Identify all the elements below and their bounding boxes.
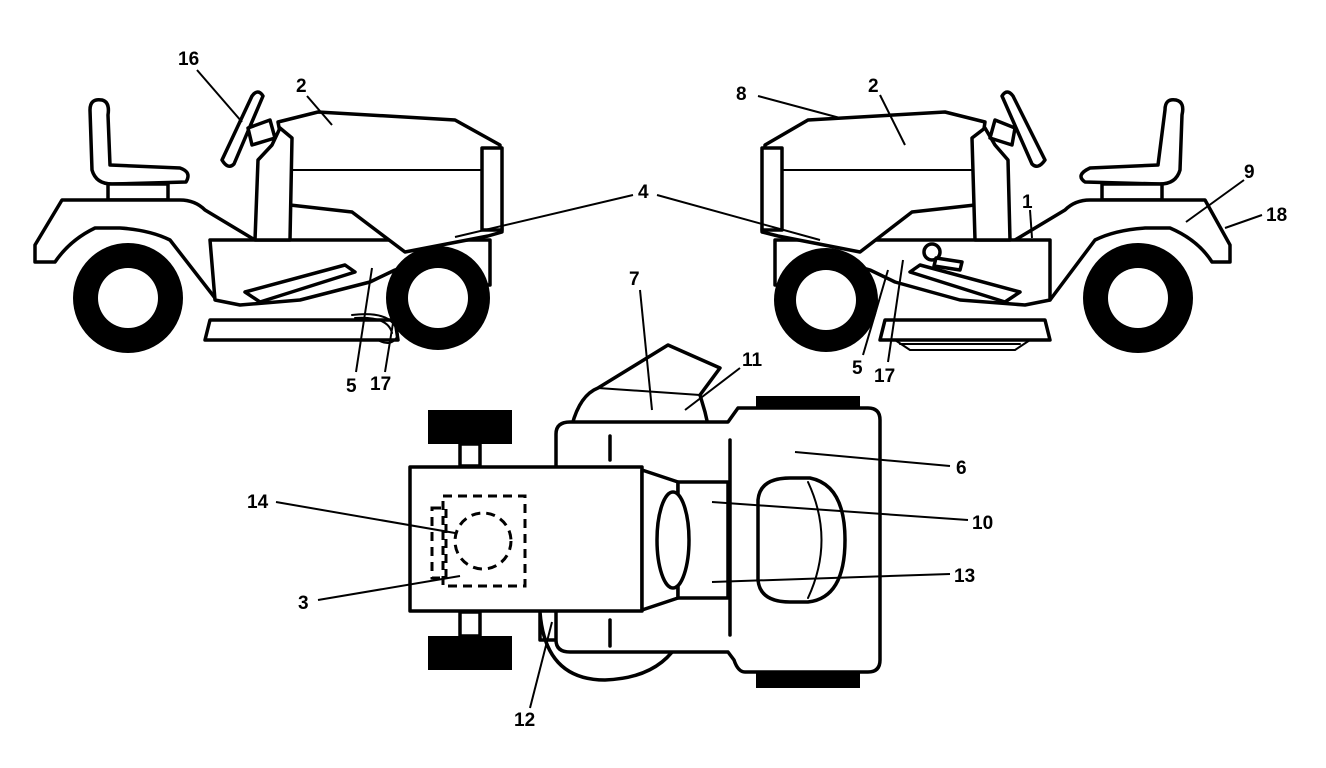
right-side-view-tractor xyxy=(760,90,1232,353)
callout-3: 3 xyxy=(298,593,309,614)
callout-9: 9 xyxy=(1244,162,1255,183)
callout-7: 7 xyxy=(629,269,640,290)
right-seat xyxy=(1079,97,1185,202)
callout-10: 10 xyxy=(972,513,993,534)
callout-12: 12 xyxy=(514,710,535,731)
top-front-tire-bottom xyxy=(756,670,860,688)
callout-2-right: 2 xyxy=(868,76,879,97)
top-rear-tire-bottom xyxy=(428,636,512,670)
callout-1: 1 xyxy=(1022,192,1033,213)
callout-13: 13 xyxy=(954,566,975,587)
callout-16: 16 xyxy=(178,49,199,70)
callout-14: 14 xyxy=(247,492,269,513)
callout-labels: 16 2 4 5 17 8 2 1 9 18 5 17 7 11 6 10 13… xyxy=(178,49,1287,731)
callout-8: 8 xyxy=(736,84,747,105)
callout-5-right: 5 xyxy=(852,358,863,379)
right-rear-fender xyxy=(998,198,1232,302)
left-seat xyxy=(88,97,190,202)
callout-17-left: 17 xyxy=(370,374,391,395)
callout-17-right: 17 xyxy=(874,366,895,387)
right-mower-deck xyxy=(878,318,1052,342)
top-discharge-chute xyxy=(570,343,722,427)
callout-11: 11 xyxy=(742,350,763,371)
right-steering-wheel xyxy=(1000,90,1047,168)
callout-6: 6 xyxy=(956,458,967,479)
right-hood xyxy=(760,110,987,254)
callout-4: 4 xyxy=(638,182,649,203)
left-mower-deck xyxy=(203,318,400,342)
callout-5-left: 5 xyxy=(346,376,357,397)
callout-18: 18 xyxy=(1266,205,1287,226)
callout-2-left: 2 xyxy=(296,76,307,97)
left-steering-wheel xyxy=(220,90,265,168)
top-view-tractor xyxy=(408,343,882,688)
left-hood xyxy=(276,110,504,254)
left-side-view-tractor xyxy=(33,90,504,353)
leader-lines xyxy=(196,69,1263,709)
top-rear-tire-top xyxy=(428,410,512,444)
top-hood-oval xyxy=(756,476,847,604)
